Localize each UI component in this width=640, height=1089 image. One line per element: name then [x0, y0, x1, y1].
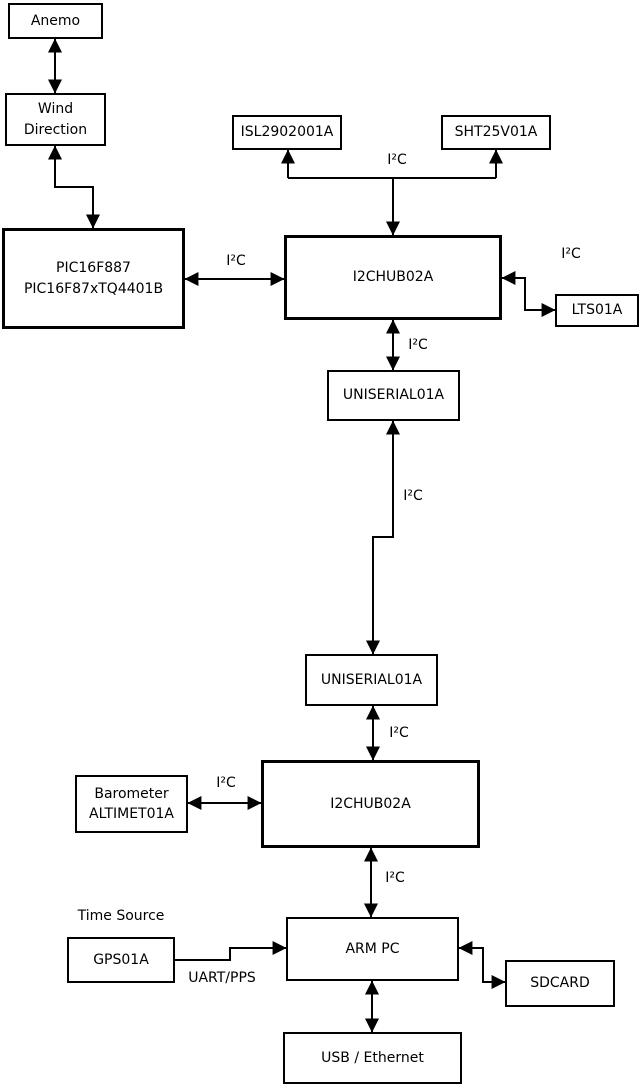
node-barometer-label-line1: Barometer: [94, 785, 169, 802]
edge-label-uart-pps: UART/PPS: [188, 970, 256, 986]
node-i2chub02a-bottom: I2CHUB02A: [261, 760, 480, 848]
node-arm-pc-label: ARM PC: [345, 940, 400, 957]
node-sht25v01a-label: SHT25V01A: [454, 124, 538, 141]
edge-label-i2c-hub2-arm: I²C: [385, 870, 405, 886]
edge-label-i2c-hub-uniserial: I²C: [408, 337, 428, 353]
node-pic16f887-label-line1: PIC16F887: [56, 260, 131, 277]
node-arm-pc: ARM PC: [286, 917, 459, 981]
node-uniserial01a-bottom: UNISERIAL01A: [305, 654, 438, 706]
node-wind-direction-label-line2: Direction: [23, 121, 88, 138]
edge-label-i2c-lts: I²C: [561, 246, 581, 262]
node-lts01a: LTS01A: [555, 294, 639, 327]
node-anemo-label: Anemo: [30, 12, 81, 29]
node-usb-ethernet: USB / Ethernet: [283, 1032, 462, 1084]
node-sdcard: SDCARD: [505, 960, 615, 1007]
edge-hub1-lts: [501, 271, 556, 317]
node-uniserial01a-bottom-label: UNISERIAL01A: [320, 671, 423, 688]
node-i2chub02a-top-label: I2CHUB02A: [352, 269, 434, 286]
node-gps01a-label: GPS01A: [93, 951, 149, 968]
node-wind-direction: Wind Direction: [5, 93, 106, 146]
node-pic16f887-label-line2: PIC16F87xTQ4401B: [23, 280, 164, 297]
node-barometer-label-line2: ALTIMET01A: [89, 806, 174, 822]
node-i2chub02a-bottom-label: I2CHUB02A: [330, 795, 411, 812]
edge-wind-pic: [48, 145, 100, 229]
edge-label-i2c-sensor-bus: I²C: [387, 152, 407, 168]
node-uniserial01a-top: UNISERIAL01A: [327, 370, 460, 421]
edge-label-i2c-barometer: I²C: [216, 775, 236, 791]
edge-uniserial1-uniserial2: [366, 420, 400, 655]
node-barometer-altimet01a: Barometer ALTIMET01A: [75, 775, 188, 833]
node-uniserial01a-top-label: UNISERIAL01A: [342, 387, 445, 404]
node-lts01a-label: LTS01A: [571, 302, 623, 319]
node-gps01a: GPS01A: [67, 937, 175, 983]
edge-gps-arm: [175, 941, 287, 961]
edge-label-i2c-pic-hub: I²C: [226, 253, 246, 269]
edge-label-i2c-uniserial-hub2: I²C: [389, 725, 409, 741]
node-i2chub02a-top: I2CHUB02A: [284, 235, 502, 320]
edge-label-time-source: Time Source: [77, 908, 165, 924]
node-sdcard-label: SDCARD: [530, 975, 590, 992]
node-anemo: Anemo: [8, 3, 103, 39]
edge-arm-sdcard: [458, 941, 506, 989]
node-usb-ethernet-label: USB / Ethernet: [321, 1049, 424, 1066]
node-sht25v01a: SHT25V01A: [441, 115, 551, 150]
node-pic16f887: PIC16F887 PIC16F87xTQ4401B: [2, 228, 185, 329]
node-isl2902001a: ISL2902001A: [232, 115, 342, 150]
node-isl2902001a-label: ISL2902001A: [240, 124, 334, 141]
edge-label-i2c-uniserial-link: I²C: [403, 488, 423, 504]
node-wind-direction-label-line1: Wind: [37, 101, 74, 118]
